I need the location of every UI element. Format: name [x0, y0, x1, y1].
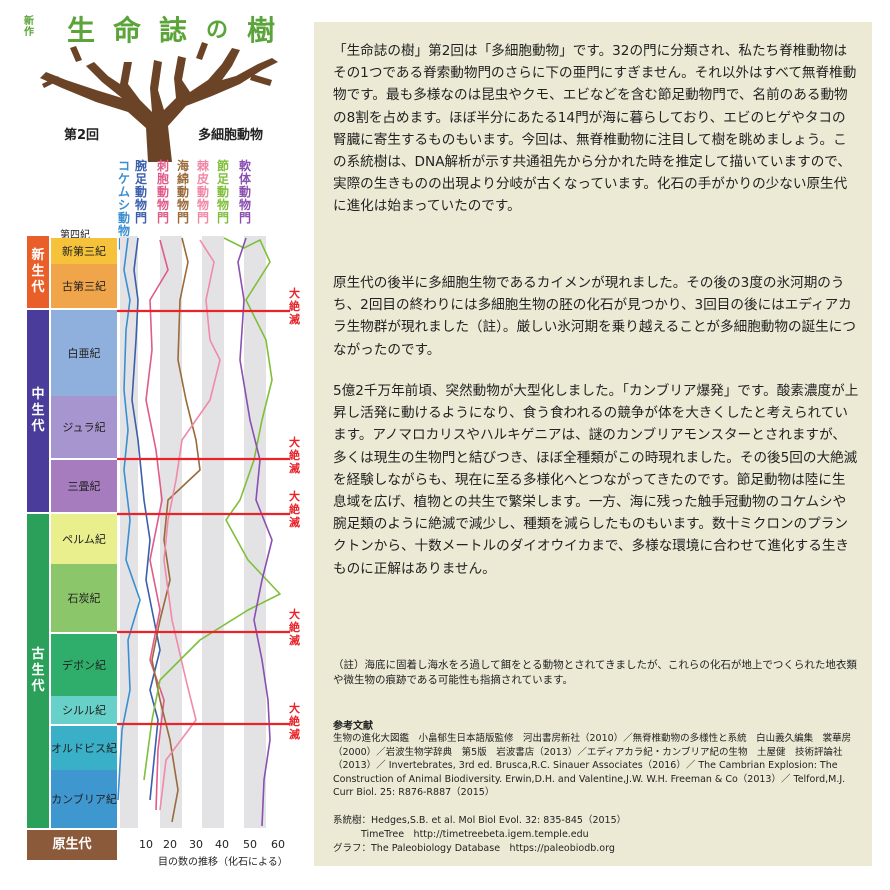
- period-devonian: デボン紀: [51, 634, 117, 696]
- axis-tick: 50: [243, 838, 257, 851]
- references-title: 参考文献: [333, 721, 373, 732]
- diversity-chart: [117, 236, 290, 828]
- title-tag: 新作: [24, 16, 34, 38]
- tree-illustration: [40, 42, 278, 162]
- extinction-lines: [117, 309, 290, 726]
- article-paragraph: 「生命誌の樹」第2回は「多細胞動物」です。32の門に分類され、私たち脊椎動物はそ…: [333, 43, 857, 215]
- period-cretaceous: 白亜紀: [51, 310, 117, 396]
- title-char: の: [205, 18, 228, 43]
- chart-bands: [120, 236, 266, 828]
- era-cenozoic: 新生代: [27, 236, 49, 308]
- period-triassic: 三畳紀: [51, 460, 117, 512]
- period-ordovician: オルドビス紀: [51, 726, 117, 770]
- article-note: （註）海底に固着し海水をろ過して餌をとる動物とされてきましたが、これらの化石が地…: [333, 659, 857, 686]
- series-line-brachiopoda: [131, 237, 161, 801]
- extinction-label: 大絶滅: [289, 490, 300, 529]
- period-jurassic: ジュラ紀: [51, 396, 117, 458]
- quaternary-label: 第四紀: [60, 230, 90, 241]
- extinction-label: 大絶滅: [289, 287, 300, 326]
- article-paragraph: 5億2千万年前頃、突然動物が大型化しました。「カンブリア爆発」です。酸素濃度が上…: [333, 383, 859, 577]
- title-char: 生: [66, 14, 95, 47]
- axis-tick: 10: [139, 838, 153, 851]
- theme-label: 多細胞動物: [198, 128, 264, 143]
- title-char: 命: [112, 14, 141, 47]
- title: 新作 生 命 誌 の 樹: [24, 14, 294, 50]
- phylum-label: 腕足動物門: [134, 159, 147, 225]
- extinction-label: 大絶滅: [289, 436, 300, 475]
- series-line-mollusca: [237, 237, 273, 827]
- period-cambrian: カンブリア紀: [51, 770, 117, 828]
- era-label: 中生代: [31, 387, 45, 434]
- era-label: 新生代: [31, 248, 45, 295]
- axis-label: 目の数の推移（化石による）: [158, 857, 288, 868]
- era-mesozoic: 中生代: [27, 310, 49, 512]
- phylum-label: 節足動物門: [216, 159, 229, 225]
- extinction-label: 大絶滅: [289, 702, 300, 741]
- series-line-bryozoa: [117, 237, 141, 801]
- era-proterozoic: 原生代: [27, 830, 117, 860]
- period-permian: ペルム紀: [51, 514, 117, 564]
- period-carboniferous: 石炭紀: [51, 564, 117, 632]
- series-line-arthropoda: [143, 237, 281, 781]
- period-silurian: シルル紀: [51, 696, 117, 724]
- extinction-label: 大絶滅: [289, 608, 300, 647]
- reference-item: TimeTree http://timetreebeta.igem.temple…: [361, 829, 589, 840]
- title-char: 樹: [246, 14, 275, 47]
- era-label: 古生代: [31, 647, 45, 694]
- series-line-cnidaria: [145, 239, 169, 811]
- era-label: 原生代: [52, 837, 92, 852]
- phylum-label: 刺胞動物門: [156, 159, 169, 225]
- series-line-echinodermata: [159, 239, 221, 811]
- phylum-label: 棘皮動物門: [196, 159, 209, 225]
- axis-tick: 30: [189, 838, 203, 851]
- axis-tick: 60: [271, 838, 285, 851]
- reference-item: 生物の進化大図鑑 小畠郁生日本語版監修 河出書房新社（2010）／無脊椎動物の多…: [333, 733, 852, 798]
- period-paleogene: 古第三紀: [51, 264, 117, 308]
- phylum-label: 軟体動物門: [238, 159, 251, 225]
- era-paleozoic: 古生代: [27, 514, 49, 828]
- phylum-label: 海綿動物門: [176, 159, 189, 225]
- reference-item: グラフ：The Paleobiology Database https://pa…: [333, 843, 615, 854]
- article-paragraph: 原生代の後半に多細胞生物であるカイメンが現れました。その後の3度の氷河期のうち、…: [333, 275, 856, 358]
- period-neogene: 新第三紀: [51, 238, 117, 264]
- reference-item: 系統樹：Hedges,S.B. et al. Mol Biol Evol. 32…: [333, 815, 627, 826]
- episode-label: 第2回: [64, 128, 100, 143]
- axis-tick: 20: [163, 838, 177, 851]
- axis-tick: 40: [215, 838, 229, 851]
- article-panel: [314, 22, 872, 866]
- title-char: 誌: [158, 14, 187, 47]
- series-line-porifera: [151, 237, 201, 823]
